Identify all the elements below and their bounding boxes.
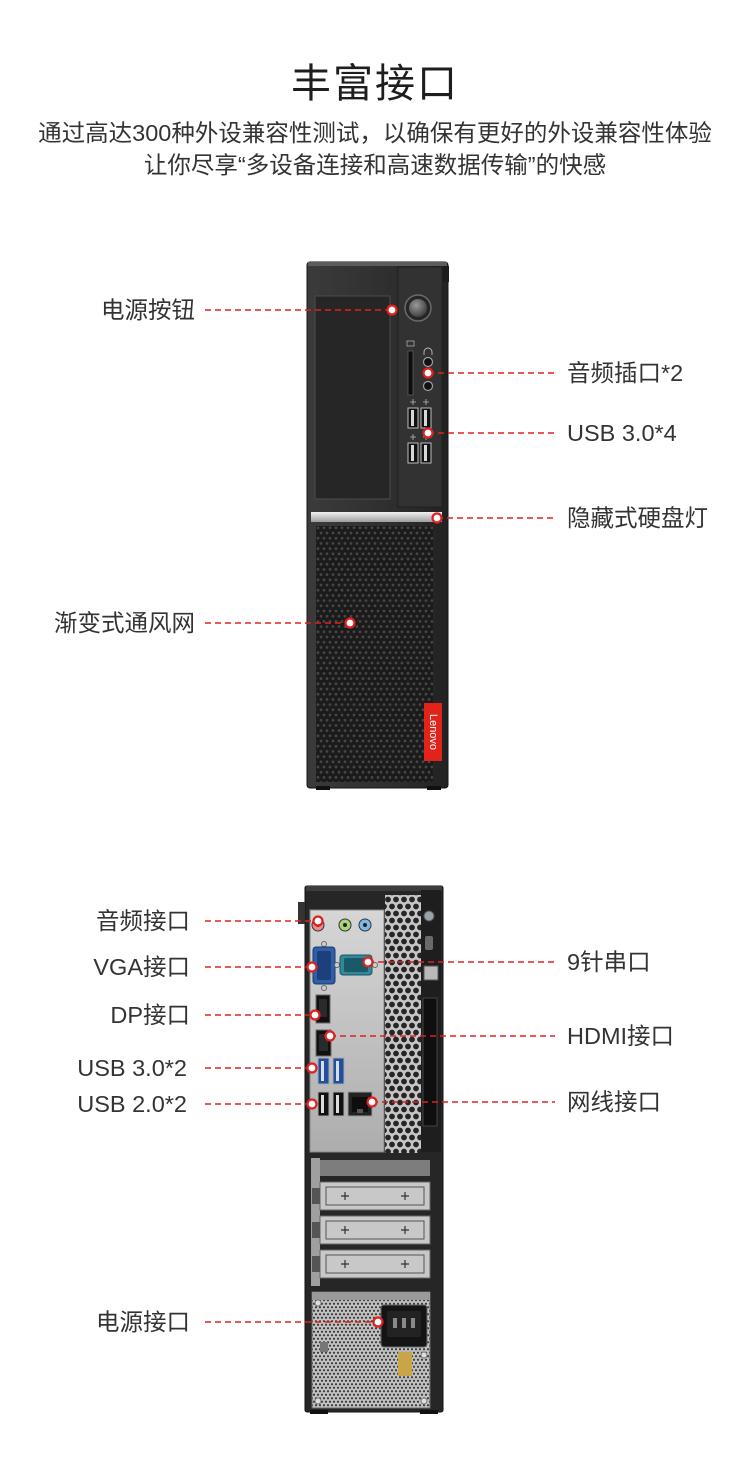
slot-top-bar: [320, 1160, 430, 1176]
power-supply: [311, 1291, 431, 1409]
label-power-socket: 电源接口: [96, 1309, 190, 1335]
page-title: 丰富接口: [291, 62, 459, 106]
callout-dot: [372, 1316, 384, 1328]
chassis-foot: [427, 786, 441, 790]
card-icon: [406, 340, 415, 347]
callout-dot: [306, 1098, 318, 1110]
callout-dot: [344, 617, 356, 629]
mic-jack: [422, 380, 434, 392]
callout-dot: [386, 304, 398, 316]
label-hdd-light: 隐藏式硬盘灯: [567, 505, 708, 531]
label-vga: VGA接口: [93, 954, 190, 980]
rear-usb3-ports: [317, 1057, 345, 1085]
label-lan: 网线接口: [567, 1089, 661, 1115]
ventilation-grille: [316, 526, 433, 782]
usb-icon: [410, 399, 416, 405]
expansion-slots: [311, 1158, 431, 1286]
callout-dot: [422, 427, 434, 439]
slot-cover: [319, 1215, 431, 1245]
kensington-lock-slot: [425, 936, 433, 950]
psu-screw: [314, 1299, 322, 1307]
plus-mark: [341, 1226, 409, 1234]
callout-dot: [324, 1030, 336, 1042]
thumb-screw: [423, 910, 435, 922]
rear-usb2-ports: [317, 1091, 345, 1117]
plus-mark: [341, 1192, 409, 1200]
callout-dot: [306, 961, 318, 973]
label-power-button: 电源按钮: [101, 297, 195, 323]
callout-dot: [366, 1096, 378, 1108]
label-rear-audio: 音频接口: [96, 908, 190, 934]
label-usb3: USB 3.0*2: [77, 1055, 187, 1081]
hdd-led-strip: [311, 512, 442, 522]
callout-dot: [362, 956, 374, 968]
chassis-foot: [316, 786, 330, 790]
padlock-loop: [423, 965, 439, 981]
psu-screw: [314, 1397, 322, 1405]
label-usb2: USB 2.0*2: [77, 1091, 187, 1117]
callout-dots: [306, 304, 443, 1328]
chassis-foot: [420, 1410, 438, 1414]
chassis-top-edge: [306, 886, 442, 891]
headphone-jack: [422, 356, 434, 368]
callout-dot: [312, 915, 324, 927]
side-panel-latch: [422, 997, 438, 1127]
callout-dot: [306, 1062, 318, 1074]
optical-drive-bay: [314, 295, 391, 500]
label-audio-jacks: 音频插口*2: [567, 360, 684, 386]
side-panel-tab: [443, 266, 449, 282]
label-dp: DP接口: [110, 1002, 190, 1028]
label-hdmi: HDMI接口: [567, 1023, 675, 1049]
psu-sticker: [398, 1352, 412, 1376]
slot-cover: [319, 1249, 431, 1279]
chassis-foot: [310, 1410, 328, 1414]
usb-icon: [410, 434, 416, 440]
label-serial: 9针串口: [567, 949, 651, 975]
callout-dot: [309, 1009, 321, 1021]
headphone-icon: [423, 347, 433, 355]
rear-exhaust-grille: [385, 895, 421, 1153]
label-front-usb: USB 3.0*4: [567, 420, 677, 446]
plus-mark: [341, 1260, 409, 1268]
callout-dot: [431, 512, 443, 524]
power-button-cap: [409, 299, 427, 317]
subtitle-line-2: 让你尽享“多设备连接和高速数据传输”的快感: [143, 152, 607, 178]
psu-screw: [420, 1351, 428, 1359]
subtitle-line-1: 通过高达300种外设兼容性测试，以确保有更好的外设兼容性体验: [38, 120, 712, 146]
usb-icon: [423, 399, 429, 405]
brand-badge: [424, 703, 442, 761]
callout-lines: [205, 309, 555, 1323]
front-view-pc: Lenovo: [306, 261, 449, 790]
callout-dot: [422, 367, 434, 379]
brand-logo-text: Lenovo: [427, 714, 439, 750]
rear-view-pc: [298, 885, 444, 1414]
rear-side-tab: [298, 902, 305, 924]
psu-screw: [420, 1397, 428, 1405]
chassis-top-edge: [308, 262, 447, 266]
slot-cover: [319, 1181, 431, 1211]
front-usb-ports: [407, 399, 432, 464]
card-reader-slot: [407, 350, 414, 396]
label-vent: 渐变式通风网: [54, 610, 195, 636]
